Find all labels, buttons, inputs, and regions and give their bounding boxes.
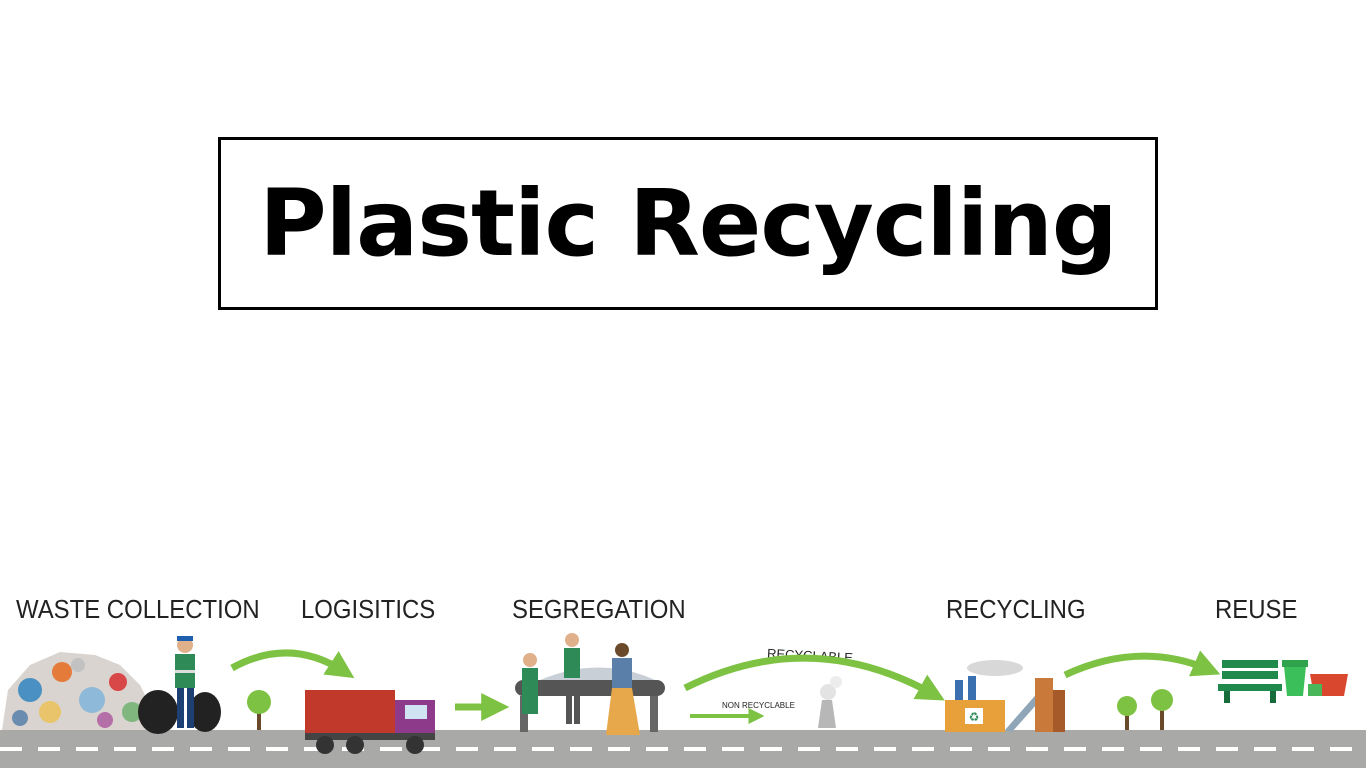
title-box: Plastic Recycling — [218, 137, 1158, 310]
tree — [1117, 696, 1137, 730]
stage-label-waste-collection: WASTE COLLECTION — [16, 594, 260, 624]
stage-label-segregation: SEGREGATION — [512, 594, 686, 624]
tree — [1151, 689, 1173, 730]
incinerator — [818, 676, 842, 728]
arrow-recycling-to-reuse — [1063, 650, 1221, 679]
stage-label-recycling: RECYCLING — [946, 594, 1086, 624]
tree — [247, 690, 271, 730]
recycling-plant: ♻ — [945, 660, 1065, 732]
waste-pile — [2, 652, 152, 730]
page-title: Plastic Recycling — [259, 169, 1118, 277]
arrow-recyclable — [683, 654, 945, 701]
waste-worker — [175, 636, 195, 728]
garbage-bags — [138, 690, 221, 734]
reuse-products — [1218, 660, 1348, 703]
truck — [305, 690, 435, 754]
road — [0, 730, 1366, 768]
arrow-collection-to-logistics — [230, 649, 355, 679]
stage-label-logistics: LOGISITICS — [301, 594, 436, 624]
svg-text:♻: ♻ — [969, 710, 980, 724]
flow-label-non-recyclable: NON RECYCLABLE — [722, 701, 795, 710]
segregation-station — [515, 633, 665, 735]
stage-label-reuse: REUSE — [1215, 594, 1298, 624]
